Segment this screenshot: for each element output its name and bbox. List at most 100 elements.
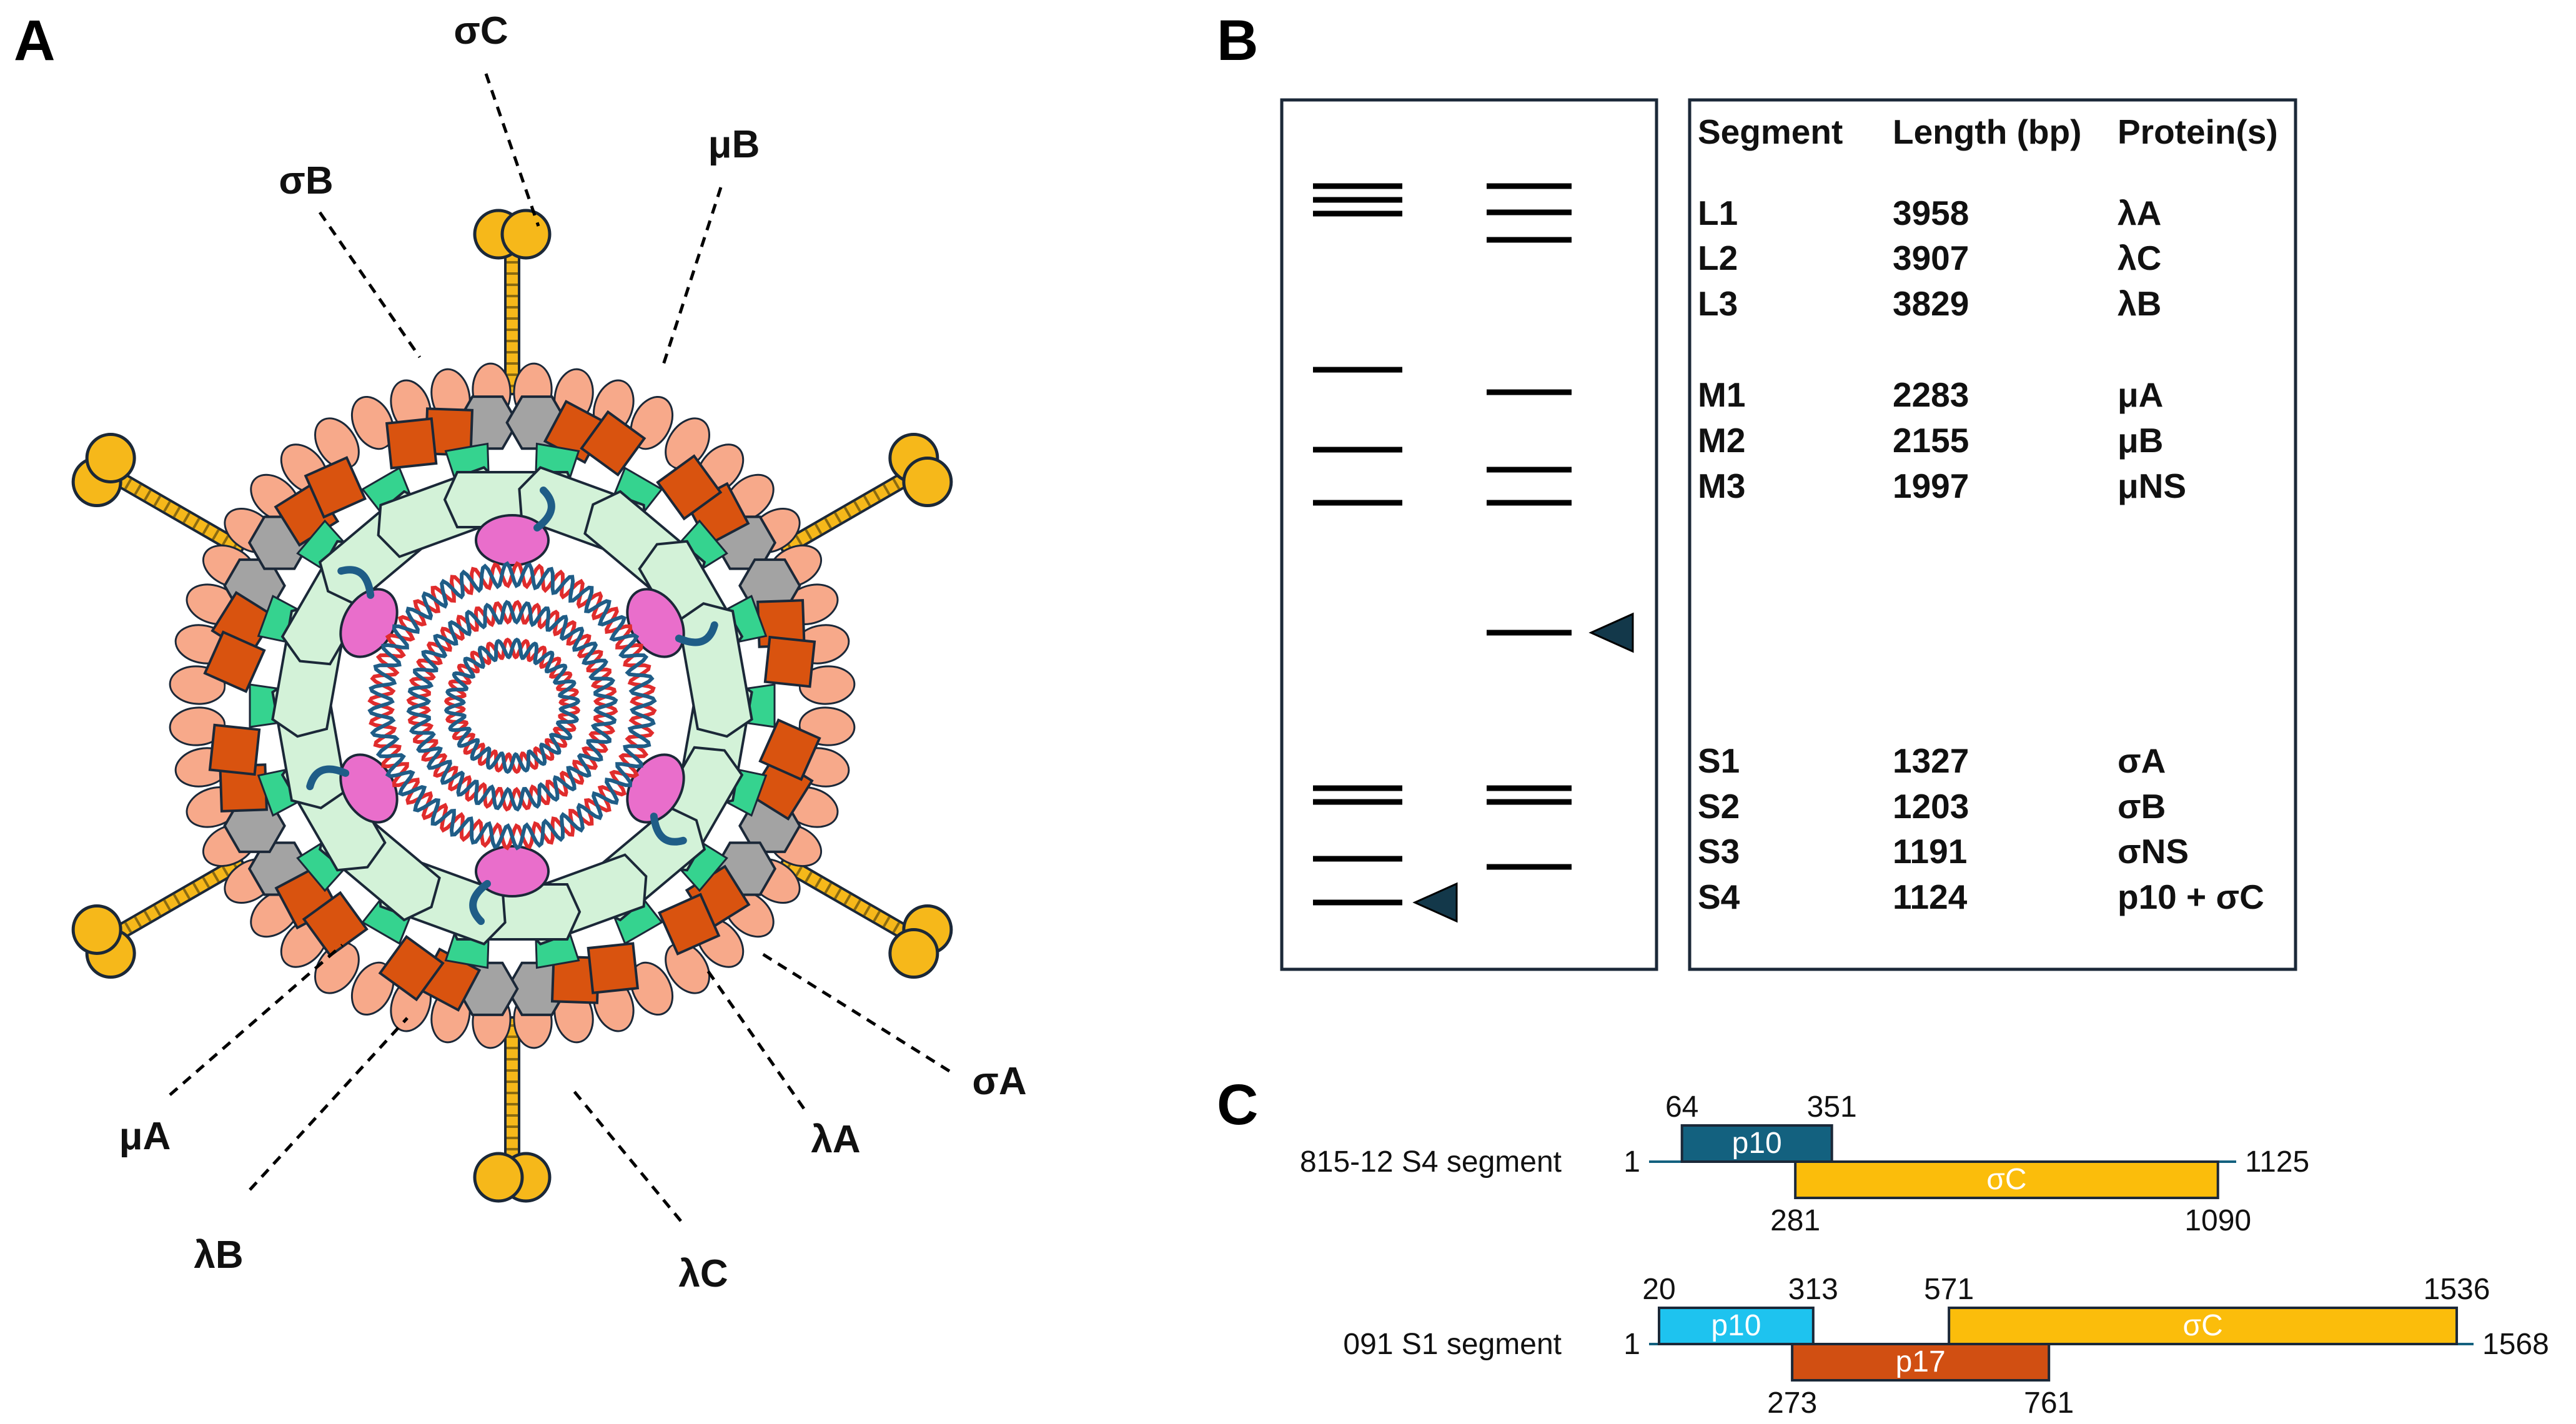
table-cell-protein: σNS <box>2118 832 2189 871</box>
mu-b-square <box>302 891 369 957</box>
segment-table-box <box>1688 98 2297 971</box>
leader-lambda-a <box>703 965 806 1110</box>
gene-p10: p10 20 313 <box>1642 1273 1838 1345</box>
table-cell-length: 2155 <box>1893 421 1969 460</box>
mu-b-square <box>758 718 821 781</box>
leader-lambda-b <box>249 1017 409 1191</box>
arrowhead-icon <box>1412 882 1458 923</box>
gene-box <box>1948 1307 2459 1345</box>
gene-start-pos: 64 <box>1665 1090 1698 1124</box>
virion-leader-lines <box>169 73 951 1222</box>
lambda-b-pink <box>306 753 399 824</box>
mu-b-square <box>203 630 266 693</box>
lambda-b-pink <box>626 753 687 846</box>
table-cell-protein: σA <box>2118 741 2166 780</box>
gene-name: p10 <box>1732 1127 1782 1160</box>
leader-lambda-c <box>569 1085 682 1222</box>
table-cell-segment: S4 <box>1698 878 1740 916</box>
gene-box <box>1680 1124 1833 1163</box>
segment-name: 815-12 S4 segment <box>1300 1145 1562 1179</box>
dsrna-strand <box>367 561 657 851</box>
sigma-c-spike <box>71 432 245 555</box>
mu-b-square <box>378 935 445 1002</box>
table-cell-length: 1124 <box>1893 878 1968 916</box>
gene-p10: p10 64 351 <box>1665 1090 1857 1163</box>
table-header-protein: Protein(s) <box>2118 112 2278 151</box>
gene-name: σC <box>2182 1309 2222 1342</box>
table-cell-segment: S3 <box>1698 832 1740 871</box>
segment-name: 091 S1 segment <box>1343 1328 1562 1361</box>
table-cell-protein: σB <box>2118 787 2166 826</box>
table-cell-length: 3958 <box>1893 194 1969 232</box>
table-cell-segment: M2 <box>1698 421 1745 460</box>
dsrna-strand <box>406 600 618 812</box>
table-cell-length: 2283 <box>1893 375 1969 414</box>
sigma-c-spike <box>780 432 953 555</box>
gene-name: p17 <box>1896 1345 1946 1378</box>
table-cell-length: 1327 <box>1893 741 1969 780</box>
gene-name: p10 <box>1711 1309 1761 1342</box>
table-header-length: Length (bp) <box>1893 112 2081 151</box>
lambda-b-pink <box>337 566 399 658</box>
table-cell-length: 1191 <box>1893 832 1967 871</box>
mu-b-square <box>580 410 646 477</box>
outer-petal <box>314 417 360 470</box>
gene-end-pos: 351 <box>1807 1090 1857 1124</box>
lambda-b-pink <box>475 487 555 566</box>
gene-name: σC <box>1986 1163 2026 1196</box>
lambda-a-plate <box>677 602 753 738</box>
label-sigma-b: σB <box>279 159 333 202</box>
outer-petal <box>314 942 360 994</box>
table-header-segment: Segment <box>1698 112 1843 151</box>
table-cell-segment: L1 <box>1698 194 1738 232</box>
segment-start: 1 <box>1623 1145 1640 1179</box>
sigma-c-spike <box>71 857 245 979</box>
outer-petal <box>798 665 856 705</box>
mu-b-square <box>208 723 261 776</box>
gene-box <box>1794 1160 2219 1199</box>
outer-petal <box>630 961 674 1016</box>
table-cell-protein: μA <box>2118 375 2163 414</box>
leader-sigma-c <box>484 73 540 227</box>
gene-end-pos: 313 <box>1788 1273 1838 1306</box>
mu-b-square <box>587 942 640 994</box>
table-cell-length: 3829 <box>1893 284 1969 323</box>
segment-start: 1 <box>1623 1328 1640 1361</box>
table-cell-length: 3907 <box>1893 239 1969 277</box>
table-cell-segment: M3 <box>1698 467 1745 505</box>
lambda-b-pink <box>469 845 550 925</box>
gene-start-pos: 20 <box>1642 1273 1675 1306</box>
arrowhead-icon <box>1588 612 1634 653</box>
virion-diagram <box>71 209 953 1203</box>
gel-box <box>1280 98 1658 971</box>
dsrna-strand <box>443 637 581 774</box>
mu-b-square <box>656 454 723 521</box>
label-sigma-a: σA <box>972 1060 1026 1103</box>
table-cell-segment: S1 <box>1698 741 1740 780</box>
inner-core-shell <box>249 442 776 969</box>
table-cell-segment: M1 <box>1698 375 1745 414</box>
table-cell-protein: p10 + σC <box>2118 878 2264 916</box>
table-cell-protein: μNS <box>2118 467 2186 505</box>
mu-b-square <box>658 892 721 956</box>
label-lambda-a: λA <box>811 1118 860 1161</box>
mu-b-square <box>385 417 438 470</box>
mu-b-square <box>304 456 367 519</box>
sigma-c-spikes <box>71 209 953 1203</box>
panel-c-letter: C <box>1217 1073 1258 1137</box>
outer-petal <box>665 942 710 994</box>
segment-end: 1125 <box>2245 1145 2309 1179</box>
table-cell-protein: λC <box>2118 239 2161 277</box>
leader-mu-b <box>660 187 723 369</box>
gene-end-pos: 761 <box>2024 1387 2074 1420</box>
sigma-c-spike <box>473 1016 552 1203</box>
table-cell-length: 1203 <box>1893 787 1969 826</box>
leader-mu-a <box>169 944 344 1096</box>
